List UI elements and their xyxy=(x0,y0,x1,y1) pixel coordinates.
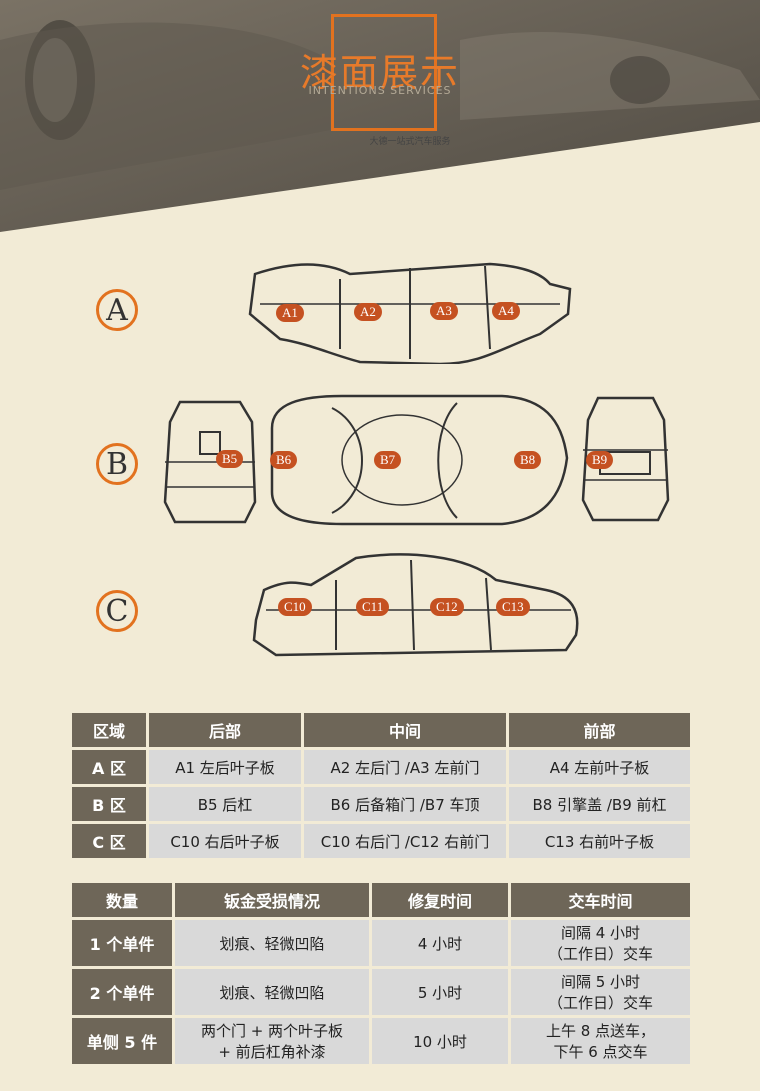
repair-cell: 划痕、轻微凹陷 xyxy=(175,969,369,1015)
zone-cell: B6 后备箱门 /B7 车顶 xyxy=(304,787,506,821)
car-rear-outline xyxy=(163,400,257,524)
zone-header-area: 区域 xyxy=(72,713,146,747)
panel-c13: C13 xyxy=(496,598,530,616)
zone-table: 区域 后部 中间 前部 A 区 A1 左后叶子板 A2 左后门 /A3 左前门 … xyxy=(69,710,693,861)
zone-c-circle: C xyxy=(96,590,138,632)
zone-header-middle: 中间 xyxy=(304,713,506,747)
zone-cell: A1 左后叶子板 xyxy=(149,750,301,784)
panel-b8: B8 xyxy=(514,451,542,469)
header-banner: 漆面展示 INTENTIONS SERVICES 大德一站式汽车服务 xyxy=(0,0,760,232)
page-title: 漆面展示 xyxy=(299,51,460,95)
panel-b7: B7 xyxy=(374,451,402,469)
panel-c11: C11 xyxy=(356,598,390,616)
repair-cell-delivery: 上午 8 点送车，下午 6 点交车 xyxy=(511,1018,690,1064)
repair-time-table: 数量 钣金受损情况 修复时间 交车时间 1 个单件 划痕、轻微凹陷 4 小时 间… xyxy=(69,880,693,1067)
car-left-side-outline xyxy=(248,262,572,364)
panel-c12: C12 xyxy=(430,598,464,616)
zone-cell: B5 后杠 xyxy=(149,787,301,821)
zone-a-circle: A xyxy=(96,289,138,331)
zone-row-label: C 区 xyxy=(72,824,146,858)
repair-header-damage: 钣金受损情况 xyxy=(175,883,369,917)
car-panel-diagram: A B C A1 A2 A3 A4 B5 B6 B7 B8 B9 C10 C11… xyxy=(0,232,760,702)
brand-caption: 大德一站式汽车服务 xyxy=(369,137,451,147)
zone-header-rear: 后部 xyxy=(149,713,301,747)
repair-header-quantity: 数量 xyxy=(72,883,172,917)
zone-cell: B8 引擎盖 /B9 前杠 xyxy=(509,787,690,821)
zone-cell: C13 右前叶子板 xyxy=(509,824,690,858)
page-subtitle: INTENTIONS SERVICES xyxy=(308,84,452,97)
zone-row-label: B 区 xyxy=(72,787,146,821)
zone-cell: C10 右后门 /C12 右前门 xyxy=(304,824,506,858)
zone-b-circle: B xyxy=(96,443,138,485)
car-top-outline xyxy=(270,394,569,526)
panel-a1: A1 xyxy=(276,304,304,322)
panel-b9: B9 xyxy=(586,451,614,469)
repair-row-label: 1 个单件 xyxy=(72,920,172,966)
panel-a4: A4 xyxy=(492,302,520,320)
repair-cell-delivery: 间隔 4 小时（工作日）交车 xyxy=(511,920,690,966)
panel-a2: A2 xyxy=(354,303,382,321)
repair-cell: 10 小时 xyxy=(372,1018,508,1064)
panel-b5: B5 xyxy=(216,450,244,468)
zone-cell: C10 右后叶子板 xyxy=(149,824,301,858)
repair-cell-damage: 两个门 + 两个叶子板+ 前后杠角补漆 xyxy=(175,1018,369,1064)
panel-c10: C10 xyxy=(278,598,312,616)
zone-cell: A2 左后门 /A3 左前门 xyxy=(304,750,506,784)
zone-cell: A4 左前叶子板 xyxy=(509,750,690,784)
repair-cell: 4 小时 xyxy=(372,920,508,966)
panel-a3: A3 xyxy=(430,302,458,320)
repair-cell: 5 小时 xyxy=(372,969,508,1015)
panel-b6: B6 xyxy=(270,451,298,469)
repair-header-delivery-time: 交车时间 xyxy=(511,883,690,917)
repair-row-label: 单侧 5 件 xyxy=(72,1018,172,1064)
repair-row-label: 2 个单件 xyxy=(72,969,172,1015)
car-photo-banner xyxy=(0,0,760,232)
title-frame xyxy=(331,14,437,131)
zone-row-label: A 区 xyxy=(72,750,146,784)
repair-cell: 划痕、轻微凹陷 xyxy=(175,920,369,966)
repair-cell-delivery: 间隔 5 小时（工作日）交车 xyxy=(511,969,690,1015)
zone-header-front: 前部 xyxy=(509,713,690,747)
repair-header-repair-time: 修复时间 xyxy=(372,883,508,917)
